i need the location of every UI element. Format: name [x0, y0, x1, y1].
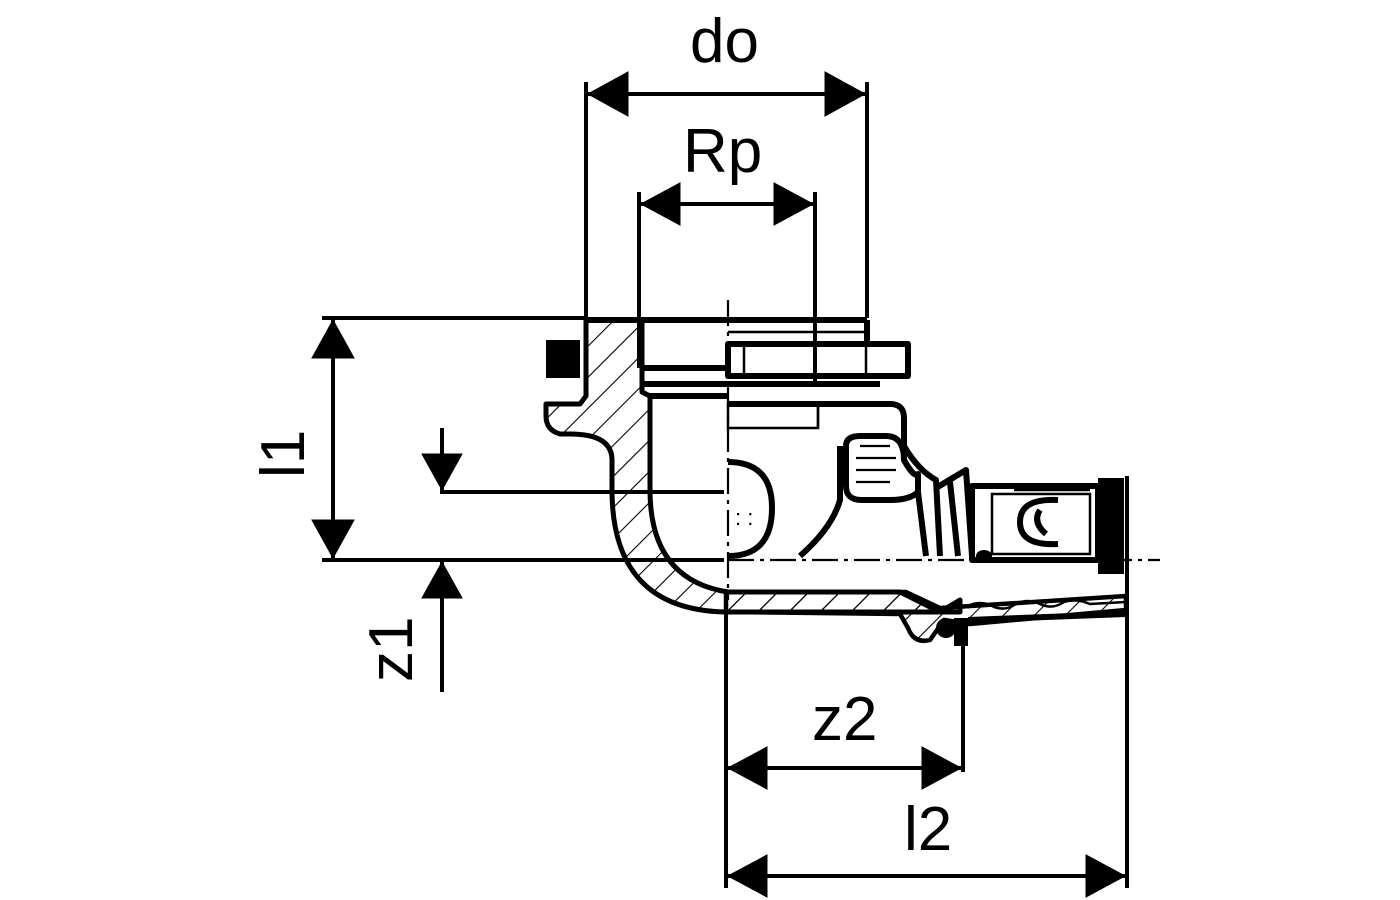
seal-wave-line	[967, 599, 1127, 610]
socket-hex-nut	[725, 341, 911, 379]
dimension-l2: l2	[726, 476, 1129, 898]
inner-flow-channel	[798, 446, 843, 559]
z2-arrow-left	[726, 746, 768, 790]
pipe-inner-line	[967, 611, 1127, 623]
threaded-socket	[586, 317, 911, 446]
l2-arrow-left	[726, 854, 768, 898]
outlet-end-ring	[1098, 478, 1124, 574]
dimension-z2: z2	[724, 600, 965, 888]
l1-label: l1	[249, 430, 318, 478]
l2-arrow-right	[1085, 854, 1127, 898]
z1-label: z1	[357, 617, 426, 682]
outlet-sleeve-inner	[990, 492, 1092, 556]
l1-arrow-bottom	[311, 519, 355, 560]
ball-outline	[727, 459, 775, 559]
rp-arrow-left	[639, 182, 681, 226]
channel-hatch	[856, 444, 896, 484]
l2-label: l2	[904, 795, 952, 864]
do-label: do	[690, 7, 759, 76]
do-arrow-left	[586, 71, 629, 117]
outlet-clip-symbol	[1017, 496, 1059, 548]
pipe-lower-wall	[723, 589, 1129, 643]
small-ball	[976, 550, 992, 562]
internal-ball: : :	[727, 459, 775, 559]
side-lug	[546, 340, 580, 378]
ball-texture: : :	[735, 505, 753, 530]
outlet-top-contour	[901, 444, 943, 557]
rp-arrow-right	[773, 182, 815, 226]
dimension-rp: Rp	[637, 117, 817, 384]
socket-shoulder	[728, 401, 907, 446]
z1-arrow-down	[421, 453, 463, 492]
o-ring-seal	[936, 618, 956, 638]
dimension-do: do	[584, 7, 869, 318]
socket-groove	[726, 402, 820, 430]
elbow-hatched-wall	[543, 317, 963, 615]
horizontal-outlet	[901, 444, 1124, 574]
do-arrow-right	[824, 71, 867, 117]
z2-label: z2	[812, 685, 877, 754]
channel-boss	[843, 433, 921, 503]
seal-cluster	[936, 550, 1127, 646]
elbow-fitting-body: : :	[543, 317, 1129, 646]
z1-arrow-up	[421, 560, 463, 599]
l1-arrow-top	[311, 318, 355, 359]
rp-label: Rp	[683, 117, 762, 186]
dimension-z1: z1	[357, 428, 724, 692]
seal-block	[954, 618, 968, 646]
z2-arrow-right	[921, 746, 963, 790]
